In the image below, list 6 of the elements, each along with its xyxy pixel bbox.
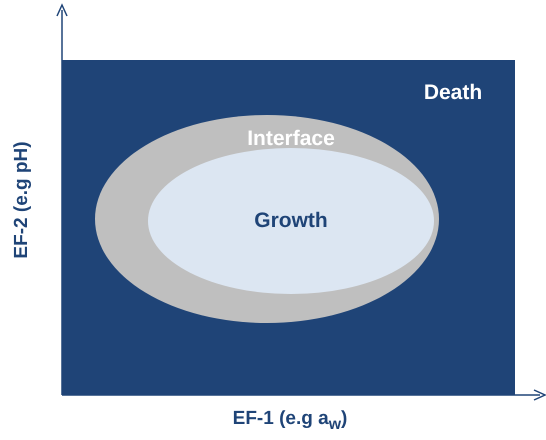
region-label: Interface <box>247 127 335 151</box>
axis-label: EF-2 (e.g pH) <box>11 141 33 259</box>
region-area <box>62 60 515 395</box>
region-label: Death <box>424 81 482 105</box>
region-label: Growth <box>254 209 328 233</box>
axis-label: EF-1 (e.g a$_{w}$) <box>232 408 348 434</box>
